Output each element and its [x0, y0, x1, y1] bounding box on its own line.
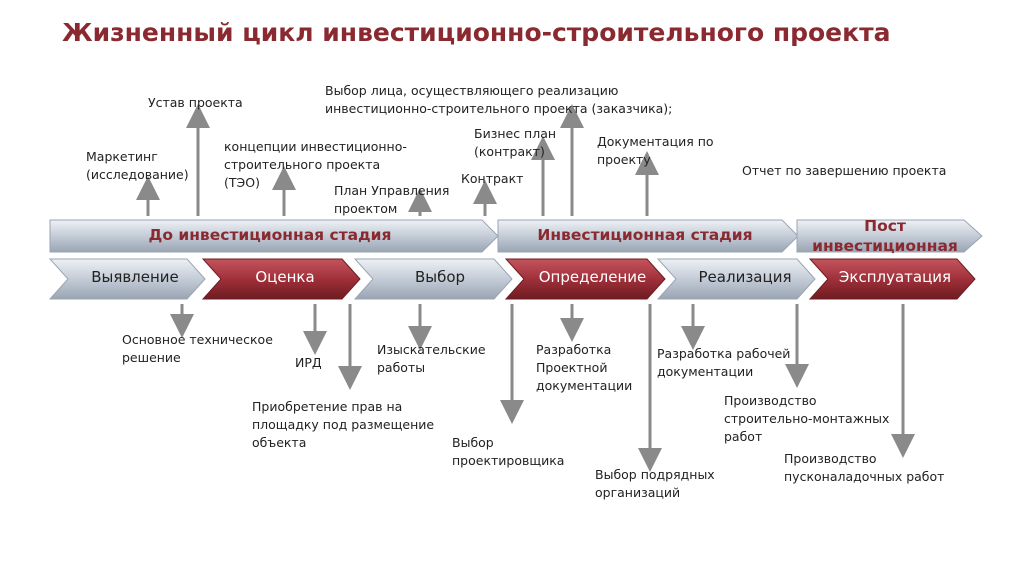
bottom-label: Выбор проектировщика	[452, 435, 565, 468]
phase-chevron	[353, 258, 513, 300]
phase-label: Выявление	[91, 268, 179, 286]
bottom-label: Приобретение прав на площадку под размещ…	[252, 399, 435, 450]
bottom-label: Выбор подрядных организаций	[595, 467, 715, 500]
phase-chevron	[201, 258, 361, 300]
phase-chevron	[48, 258, 206, 300]
phase-label: Реализация	[698, 268, 792, 286]
bottom-label: Производство пусконаладочных работ	[784, 451, 945, 484]
stage-label: До инвестиционная стадия	[148, 226, 392, 244]
top-label: План Управления проектом	[334, 183, 450, 216]
phase-chevron	[504, 258, 666, 300]
bottom-label: Основное техническое решение	[122, 332, 273, 365]
bottom-label: Разработка Проектной документации	[536, 342, 633, 393]
phase-chevron	[808, 258, 976, 300]
top-label: Маркетинг (исследование)	[86, 149, 189, 182]
bottom-label: Производство строительно-монтажных работ	[724, 393, 890, 444]
bottom-label: Изыскательские работы	[377, 342, 486, 375]
top-label: концепции инвестиционно- строительного п…	[224, 139, 407, 190]
phase-chevron	[656, 258, 816, 300]
stage-post-investment	[796, 219, 983, 253]
stage-pre-investment	[49, 219, 499, 253]
phase-label: Эксплуатация	[838, 268, 952, 286]
top-label: Отчет по завершению проекта	[742, 163, 947, 178]
stage-investment	[497, 219, 799, 253]
top-label: Устав проекта	[148, 95, 243, 110]
top-label: Контракт	[461, 171, 524, 186]
phase-label: Выбор	[414, 268, 466, 286]
top-label: Документация по проекту	[597, 134, 714, 167]
phase-label: Определение	[538, 268, 647, 286]
page-title: Жизненный цикл инвестиционно-строительно…	[62, 18, 891, 47]
stage-label: Инвестиционная стадия	[537, 226, 753, 244]
phase-label: Оценка	[255, 268, 315, 286]
top-label: Выбор лица, осуществляющего реализацию и…	[325, 83, 673, 116]
bottom-label: ИРД	[295, 355, 322, 370]
top-label: Бизнес план (контракт)	[474, 126, 557, 159]
stage-label: Пост инвестиционная	[812, 217, 958, 255]
bottom-label: Разработка рабочей документации	[657, 346, 791, 379]
